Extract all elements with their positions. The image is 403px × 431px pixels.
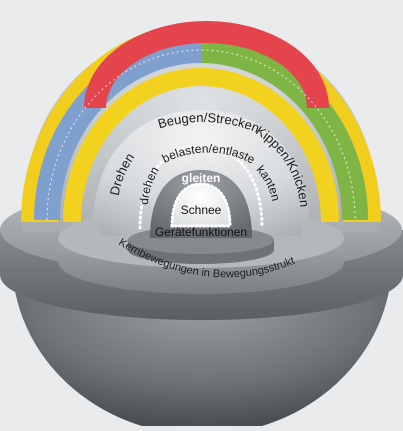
yellow-inner-band [63, 68, 339, 223]
snow-label: Schnee [181, 203, 222, 217]
equipment-label: Gerätefunktionen [155, 225, 247, 239]
red-band [84, 20, 329, 109]
glide-label: gleiten [182, 171, 221, 185]
snow-dome [170, 182, 232, 228]
dotted-ring [138, 144, 264, 230]
stitch-line-outer [46, 49, 356, 221]
